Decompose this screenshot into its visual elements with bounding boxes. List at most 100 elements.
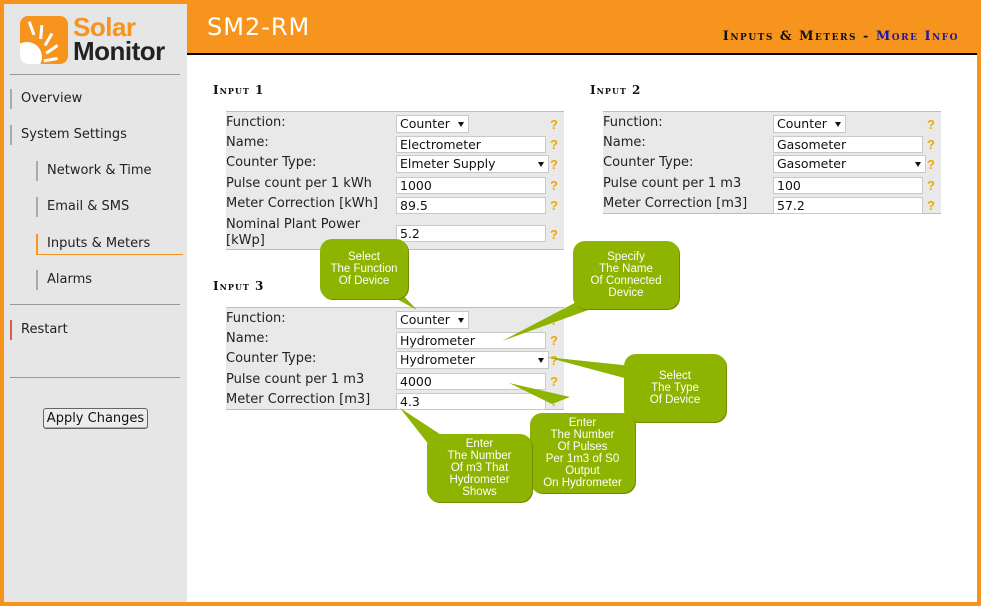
solar-monitor-logo: Solar Monitor [20, 12, 180, 68]
help-icon[interactable]: ? [550, 178, 558, 193]
pulse-label: Pulse count per 1 kWh [226, 176, 372, 191]
input3-correction-row: Meter Correction [m3] 4.3 ? [226, 391, 564, 411]
input3-pulse-row: Pulse count per 1 m3 4000 ? [226, 371, 564, 391]
chevron-down-icon [538, 162, 544, 167]
breadcrumb-current: Inputs & Meters [722, 29, 857, 44]
help-icon[interactable]: ? [550, 157, 558, 172]
breadcrumb-separator: - [862, 29, 870, 44]
help-icon[interactable]: ? [550, 137, 558, 152]
page-title: SM2-RM [207, 13, 311, 41]
chevron-down-icon [835, 122, 841, 127]
counter-type-label: Counter Type: [226, 351, 317, 366]
input2-function-select[interactable]: Counter [773, 115, 846, 133]
correction-label: Meter Correction [m3] [603, 196, 748, 211]
input3-name-field[interactable]: Hydrometer [396, 332, 546, 349]
sidebar-item-system-settings[interactable]: System Settings [10, 125, 127, 145]
input2-name-field[interactable]: Gasometer [773, 136, 923, 153]
name-label: Name: [226, 331, 269, 346]
counter-type-label: Counter Type: [226, 155, 317, 170]
input1-counter-type-row: Counter Type: Elmeter Supply ? [226, 154, 564, 174]
input3-function-row: Function: Counter ? [226, 310, 564, 330]
function-label: Function: [226, 115, 286, 130]
more-info-link[interactable]: More Info [875, 29, 959, 44]
chevron-down-icon [458, 318, 464, 323]
input3-counter-type-row: Counter Type: Hydrometer ? [226, 350, 564, 370]
input3-panel: Function: Counter ? Name: Hydrometer ? C… [226, 307, 564, 410]
input2-panel: Function: Counter ? Name: Gasometer ? Co… [603, 111, 941, 214]
sidebar-item-network-time[interactable]: Network & Time [36, 161, 152, 181]
help-icon[interactable]: ? [927, 178, 935, 193]
input3-title: Input 3 [213, 279, 265, 293]
help-icon[interactable]: ? [550, 394, 558, 409]
input2-correction-row: Meter Correction [m3] 57.2 ? [603, 195, 941, 215]
input2-title: Input 2 [590, 83, 642, 97]
help-icon[interactable]: ? [550, 227, 558, 242]
input3-counter-type-select[interactable]: Hydrometer [396, 351, 549, 369]
apply-changes-button[interactable]: Apply Changes [43, 408, 148, 429]
input2-function-row: Function: Counter ? [603, 114, 941, 134]
logo-text-monitor: Monitor [73, 36, 165, 66]
help-icon[interactable]: ? [927, 117, 935, 132]
breadcrumb: Inputs & Meters-More Info [723, 29, 959, 44]
help-icon[interactable]: ? [927, 198, 935, 213]
chevron-down-icon [458, 122, 464, 127]
counter-type-label: Counter Type: [603, 155, 694, 170]
input1-correction-field[interactable]: 89.5 [396, 197, 546, 214]
help-icon[interactable]: ? [550, 374, 558, 389]
help-icon[interactable]: ? [550, 313, 558, 328]
input1-title: Input 1 [213, 83, 265, 97]
function-label: Function: [226, 311, 286, 326]
input1-function-row: Function: Counter ? [226, 114, 564, 134]
sidebar-item-email-sms[interactable]: Email & SMS [36, 197, 129, 217]
pulse-label: Pulse count per 1 m3 [226, 372, 365, 387]
chevron-down-icon [915, 162, 921, 167]
input1-name-field[interactable]: Electrometer [396, 136, 546, 153]
input3-pulse-field[interactable]: 4000 [396, 373, 546, 390]
input1-correction-row: Meter Correction [kWh] 89.5 ? [226, 195, 564, 215]
help-icon[interactable]: ? [927, 157, 935, 172]
sidebar-item-inputs-meters[interactable]: Inputs & Meters [36, 234, 183, 255]
input2-pulse-row: Pulse count per 1 m3 100 ? [603, 175, 941, 195]
input2-name-row: Name: Gasometer ? [603, 134, 941, 154]
help-icon[interactable]: ? [550, 117, 558, 132]
input1-power-field[interactable]: 5.2 [396, 225, 546, 242]
input2-pulse-field[interactable]: 100 [773, 177, 923, 194]
help-icon[interactable]: ? [550, 353, 558, 368]
input3-name-row: Name: Hydrometer ? [226, 330, 564, 350]
input3-correction-field[interactable]: 4.3 [396, 393, 546, 410]
sidebar-item-overview[interactable]: Overview [10, 89, 82, 109]
correction-label: Meter Correction [m3] [226, 392, 371, 407]
help-icon[interactable]: ? [550, 333, 558, 348]
sidebar-item-alarms[interactable]: Alarms [36, 270, 92, 290]
input1-pulse-field[interactable]: 1000 [396, 177, 546, 194]
input3-function-select[interactable]: Counter [396, 311, 469, 329]
input2-correction-field[interactable]: 57.2 [773, 197, 923, 214]
sidebar [4, 4, 187, 602]
help-icon[interactable]: ? [927, 137, 935, 152]
input2-counter-type-row: Counter Type: Gasometer ? [603, 154, 941, 174]
function-label: Function: [603, 115, 663, 130]
sidebar-divider [10, 377, 180, 378]
logo-text-solar: Solar [73, 12, 136, 42]
correction-label: Meter Correction [kWh] [226, 196, 378, 211]
power-label: Nominal Plant Power[kWp] [226, 217, 361, 248]
sidebar-divider [10, 74, 180, 75]
input1-name-row: Name: Electrometer ? [226, 134, 564, 154]
input1-panel: Function: Counter ? Name: Electrometer ?… [226, 111, 564, 250]
sidebar-item-restart[interactable]: Restart [10, 320, 68, 340]
sidebar-divider [10, 304, 180, 305]
input1-counter-type-select[interactable]: Elmeter Supply [396, 155, 549, 173]
name-label: Name: [603, 135, 646, 150]
header-divider [187, 53, 977, 55]
input2-counter-type-select[interactable]: Gasometer [773, 155, 926, 173]
input1-power-row: Nominal Plant Power[kWp] 5.2 ? [226, 216, 564, 250]
help-icon[interactable]: ? [550, 198, 558, 213]
name-label: Name: [226, 135, 269, 150]
input1-function-select[interactable]: Counter [396, 115, 469, 133]
pulse-label: Pulse count per 1 m3 [603, 176, 742, 191]
